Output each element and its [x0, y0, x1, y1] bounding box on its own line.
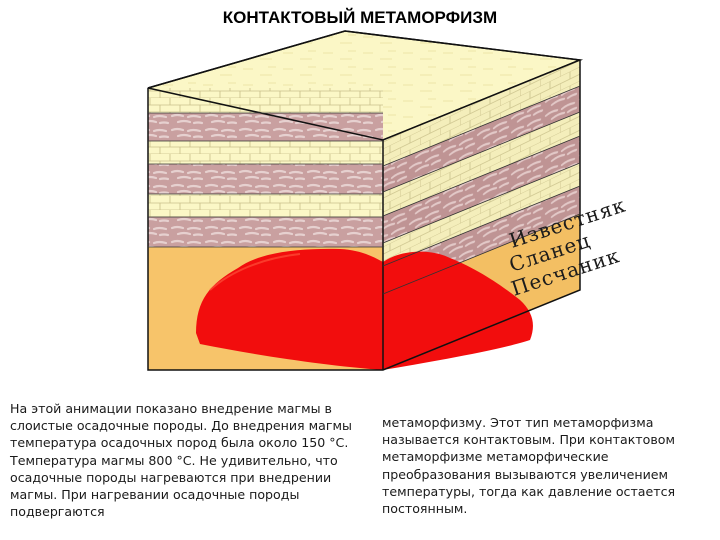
front-limestone-1: [148, 88, 383, 113]
front-shale-1: [148, 113, 383, 141]
front-shale-2: [148, 164, 383, 194]
front-limestone-3: [148, 194, 383, 217]
description-left: На этой анимации показано внедрение магм…: [10, 400, 362, 520]
contact-metamorphism-diagram: Известняк Сланец Песчаник: [0, 0, 720, 400]
front-shale-3: [148, 217, 383, 247]
front-limestone-2: [148, 141, 383, 164]
description-right: метаморфизму. Этот тип метаморфизма назы…: [382, 414, 712, 517]
